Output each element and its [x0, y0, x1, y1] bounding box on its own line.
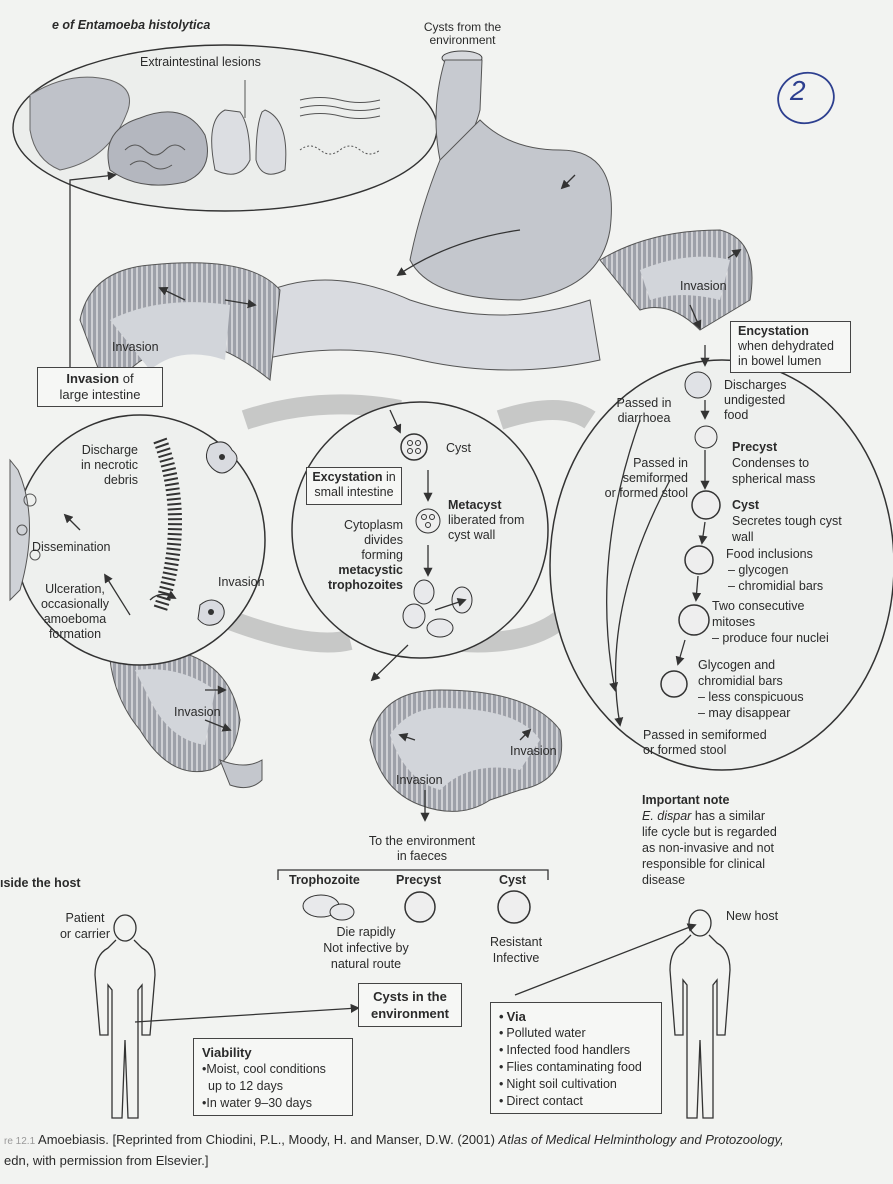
liver-shape [29, 76, 130, 171]
cyst-label: Cyst [446, 441, 471, 455]
patient-figure [94, 914, 156, 1119]
lungs-shape [211, 109, 287, 175]
new-host-label: New host [726, 909, 779, 923]
encystation-oval [549, 359, 893, 771]
precyst-heading: Precyst [396, 873, 442, 887]
invasion-label-colon-right: Invasion [680, 279, 727, 293]
figure-caption-line2: edn, with permission from Elsevier.] [4, 1153, 209, 1168]
extraintestinal-label: Extraintestinal lesions [140, 55, 261, 69]
dissemination-label: Dissemination [32, 540, 111, 554]
invasion-label-colon-lower: Invasion [174, 705, 221, 719]
handwritten-page-number: 2 [790, 75, 806, 106]
invasion-label-rectum-right: Invasion [510, 744, 557, 758]
new-host-figure [669, 909, 731, 1119]
viability-box: Viability •Moist, cool conditions up to … [193, 1038, 353, 1116]
cyst-heading: Cyst [499, 873, 527, 887]
food-inclusions-label: Food inclusions– glycogen– chromidial ba… [726, 547, 824, 593]
handwritten-circle [777, 71, 835, 125]
invasion-label-rectum-left: Invasion [396, 773, 443, 787]
env-cyst-shape [497, 890, 531, 924]
figure-caption: re 12.1 Amoebiasis. [Reprinted from Chio… [4, 1132, 784, 1147]
outside-host-heading: ıside the host [0, 876, 81, 890]
cyst-shape [400, 433, 428, 461]
invasion-label-circle: Invasion [218, 575, 265, 589]
via-box: Via Polluted water Infected food handler… [490, 1002, 662, 1114]
page-title: e of Entamoeba histolytica [52, 18, 211, 32]
trophozoite-heading: Trophozoite [289, 873, 360, 887]
brain-shape [107, 111, 208, 186]
small-intestine [249, 279, 601, 371]
invasion-label-colon-left: Invasion [112, 340, 159, 354]
important-note: Important note E. dispar has a similar l… [642, 793, 777, 887]
